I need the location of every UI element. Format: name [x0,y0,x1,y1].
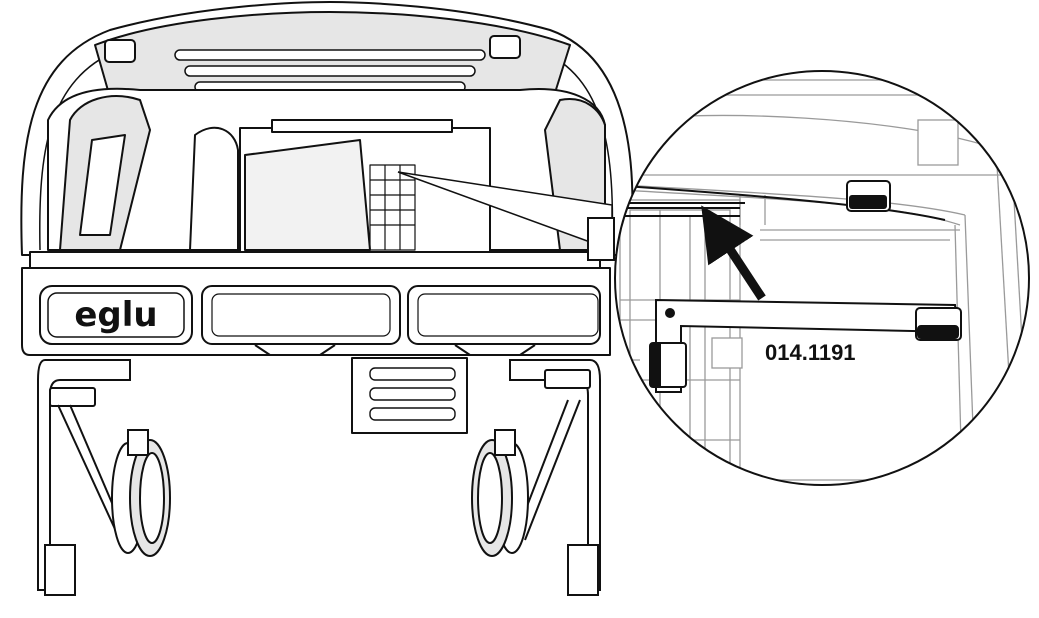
part-bracket [649,298,962,393]
legs-left [37,359,131,596]
brand-label: eglu [74,295,157,335]
wheel-left [111,429,171,557]
magnifier-lens [614,70,1030,486]
divider-board [189,126,239,251]
wheel-right [471,429,529,557]
roof-handle-right [489,35,521,59]
callout-source-marker [587,217,615,261]
roof-handle-left [104,39,136,63]
front-rail [29,251,601,269]
coop-body [20,1,634,434]
legs-right [509,359,601,596]
ladder-grille [369,164,416,251]
part-number-label: 014.1191 [765,340,856,365]
install-arrow [701,205,766,301]
